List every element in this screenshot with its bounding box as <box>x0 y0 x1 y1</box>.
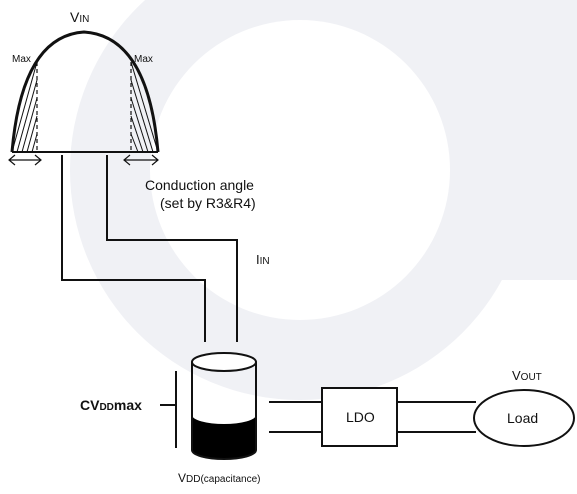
capacitor-to-ldo-wires <box>269 401 322 433</box>
load-label: Load <box>507 410 538 426</box>
capacitor-cylinder <box>191 352 257 460</box>
vout-label: VOUT <box>512 368 542 383</box>
conduction-arrow-right <box>123 154 159 166</box>
ldo-block <box>321 387 398 447</box>
capacitor-fill <box>192 415 256 459</box>
vdd-capacitance-label: VDD(capacitance) <box>178 471 261 485</box>
iin-label: IIN <box>256 252 270 267</box>
background-watermark <box>70 0 577 400</box>
conduction-angle-label: Conduction angle <box>145 177 254 193</box>
ldo-to-load-wires <box>397 401 476 433</box>
conduction-arrow-left <box>8 154 42 166</box>
vin-label: VIN <box>70 9 89 25</box>
max-label-right: Max <box>134 54 153 65</box>
capacitor-top <box>191 352 257 372</box>
max-label-left: Max <box>12 54 31 65</box>
load-block <box>473 389 575 447</box>
ldo-label: LDO <box>346 409 375 425</box>
conduction-setting-label: (set by R3&R4) <box>160 195 256 211</box>
conduction-hatch-right <box>130 61 159 153</box>
input-wires <box>61 155 238 342</box>
input-waveform <box>10 30 160 153</box>
cvdd-bracket <box>160 371 177 448</box>
conduction-hatch-left <box>11 61 38 153</box>
half-sine-curve <box>10 30 160 153</box>
cvdd-max-label: CVDDmax <box>80 397 142 413</box>
wire-right <box>106 155 238 342</box>
wire-left <box>61 155 206 342</box>
